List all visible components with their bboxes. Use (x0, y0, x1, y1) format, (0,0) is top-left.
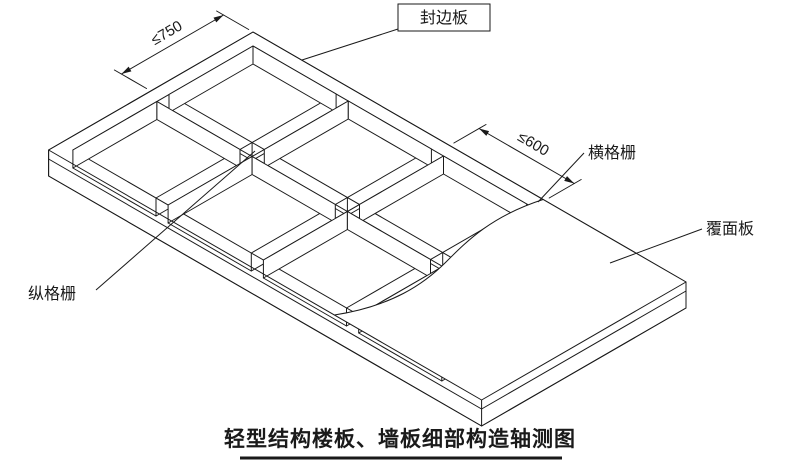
cell-bottom-edge (72, 167, 157, 217)
edge-seal-leader-line (301, 28, 399, 61)
dimension-arrow (121, 66, 132, 74)
longitudinal-joist-label: 纵格栅 (28, 285, 76, 303)
panel-seam-line (481, 290, 687, 410)
cover-panel-surface (334, 199, 686, 400)
dim-extension-line (216, 10, 250, 30)
cover-panel-break-line (333, 199, 544, 316)
transverse-joist-edge (250, 148, 432, 254)
dim-row-spacing-label: ≤750 (148, 17, 185, 48)
longitudinal-joist-leader-line (95, 150, 256, 291)
panel-geometry (48, 10, 687, 427)
edge-seal-label-box (397, 3, 491, 32)
edge-seal-board-label: 封边板 (420, 9, 468, 27)
cell-bottom-edge (262, 277, 347, 327)
transverse-joist-edge (155, 93, 337, 199)
text-labels: 封边板 横格栅 覆面板 纵格栅 ≤750 ≤600 轻型结构楼板、墙板细部构造轴… (28, 9, 754, 451)
dim-extension-line (453, 124, 487, 144)
dim-line-750 (120, 14, 225, 75)
panel-seam-line (48, 158, 483, 410)
dimension-arrow (479, 128, 490, 136)
dim-joist-spacing-label: ≤600 (515, 128, 552, 159)
cell-bottom-edge (358, 332, 443, 382)
dim-line-600 (478, 128, 575, 184)
drawing-title: 轻型结构楼板、墙板细部构造轴测图 (224, 427, 576, 451)
cell-bottom-edge (167, 222, 252, 272)
dim-extension-line (548, 179, 582, 199)
dim-extension-line (113, 69, 147, 89)
transverse-joist-leader-line (537, 152, 585, 203)
dimension-arrow (213, 15, 224, 23)
dimension-arrow (564, 176, 575, 184)
transverse-joist-label: 横格栅 (588, 144, 636, 162)
cover-panel-label: 覆面板 (706, 220, 754, 238)
annotations (95, 3, 703, 460)
cover-panel-leader-line (609, 228, 703, 264)
